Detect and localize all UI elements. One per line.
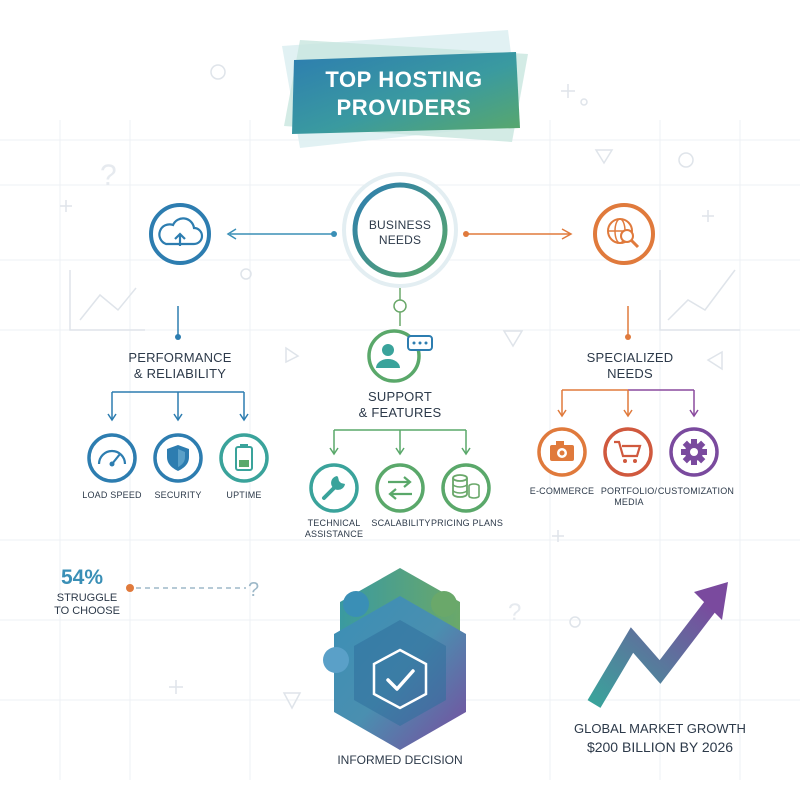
leaf-customization: CUSTOMIZATION bbox=[657, 486, 735, 496]
globe-search-icon bbox=[593, 203, 655, 265]
leaf-technical-line-1: TECHNICAL bbox=[307, 518, 361, 528]
leaf-technical-assistance: TECHNICAL ASSISTANCE bbox=[296, 518, 372, 540]
title-line-1: TOP HOSTING bbox=[325, 67, 483, 92]
center-label-line-1: BUSINESS bbox=[368, 218, 432, 232]
background-decor: ? ? bbox=[60, 64, 740, 710]
growth-label-line-2: $200 BILLION BY 2026 bbox=[586, 739, 734, 755]
growth-label-line-1: GLOBAL MARKET GROWTH bbox=[574, 721, 746, 736]
svg-text:?: ? bbox=[248, 579, 259, 601]
camera-icon bbox=[537, 427, 587, 477]
leaf-pricing-plans: PRICING PLANS bbox=[430, 518, 504, 528]
growth-arrow-icon bbox=[587, 582, 728, 708]
stat-value: 54% bbox=[60, 566, 104, 589]
growth-label: GLOBAL MARKET GROWTH $200 BILLION BY 202… bbox=[560, 720, 760, 756]
branch-support-label: SUPPORT & FEATURES bbox=[330, 389, 470, 421]
arrows-exchange-icon bbox=[375, 463, 425, 513]
shield-icon bbox=[153, 433, 203, 483]
stat-caption-line-1: STRUGGLE bbox=[56, 592, 118, 604]
leaf-ecommerce: E-COMMERCE bbox=[529, 486, 595, 496]
leaf-load-speed: LOAD SPEED bbox=[82, 490, 142, 500]
coins-stack-icon bbox=[441, 463, 491, 513]
branch-support-line-1: SUPPORT bbox=[367, 389, 432, 404]
leaf-portfolio-line-2: MEDIA bbox=[614, 497, 644, 507]
page-title: TOP HOSTING PROVIDERS bbox=[292, 66, 516, 122]
branch-performance-line-1: PERFORMANCE bbox=[128, 350, 232, 365]
check-hexagon-icon bbox=[323, 568, 466, 750]
center-node bbox=[342, 172, 458, 288]
leaf-portfolio-line-1: PORTFOLIO/ bbox=[600, 486, 658, 496]
svg-text:?: ? bbox=[508, 599, 521, 626]
leaf-technical-line-2: ASSISTANCE bbox=[304, 529, 364, 539]
stat-caption: STRUGGLE TO CHOOSE bbox=[42, 592, 132, 618]
stat-caption-line-2: TO CHOOSE bbox=[54, 605, 120, 617]
gear-icon bbox=[669, 427, 719, 477]
branch-specialized-line-1: SPECIALIZED bbox=[586, 350, 674, 365]
leaf-portfolio-media: PORTFOLIO/ MEDIA bbox=[596, 486, 662, 508]
title-line-2: PROVIDERS bbox=[336, 95, 472, 120]
chat-user-icon bbox=[367, 329, 433, 383]
branch-support-line-2: & FEATURES bbox=[358, 405, 442, 420]
battery-icon bbox=[219, 433, 269, 483]
branch-performance-line-2: & RELIABILITY bbox=[133, 366, 227, 381]
decision-label: INFORMED DECISION bbox=[337, 753, 463, 767]
cloud-upload-icon bbox=[149, 203, 211, 265]
branch-specialized-label: SPECIALIZED NEEDS bbox=[560, 350, 700, 382]
center-label: BUSINESS NEEDS bbox=[350, 218, 450, 248]
branch-specialized-line-2: NEEDS bbox=[607, 366, 653, 381]
svg-text:?: ? bbox=[100, 159, 117, 192]
leaf-security: SECURITY bbox=[154, 490, 202, 500]
title-banner bbox=[282, 30, 528, 148]
wrench-icon bbox=[309, 463, 359, 513]
top-connectors bbox=[175, 228, 631, 340]
gauge-icon bbox=[87, 433, 137, 483]
branch-performance-label: PERFORMANCE & RELIABILITY bbox=[100, 350, 260, 382]
sub-connectors bbox=[107, 389, 699, 456]
center-label-line-2: NEEDS bbox=[378, 233, 422, 247]
cart-icon bbox=[603, 427, 653, 477]
leaf-scalability: SCALABILITY bbox=[371, 518, 431, 528]
stat-connector: ? bbox=[126, 579, 259, 601]
leaf-uptime: UPTIME bbox=[226, 490, 262, 500]
